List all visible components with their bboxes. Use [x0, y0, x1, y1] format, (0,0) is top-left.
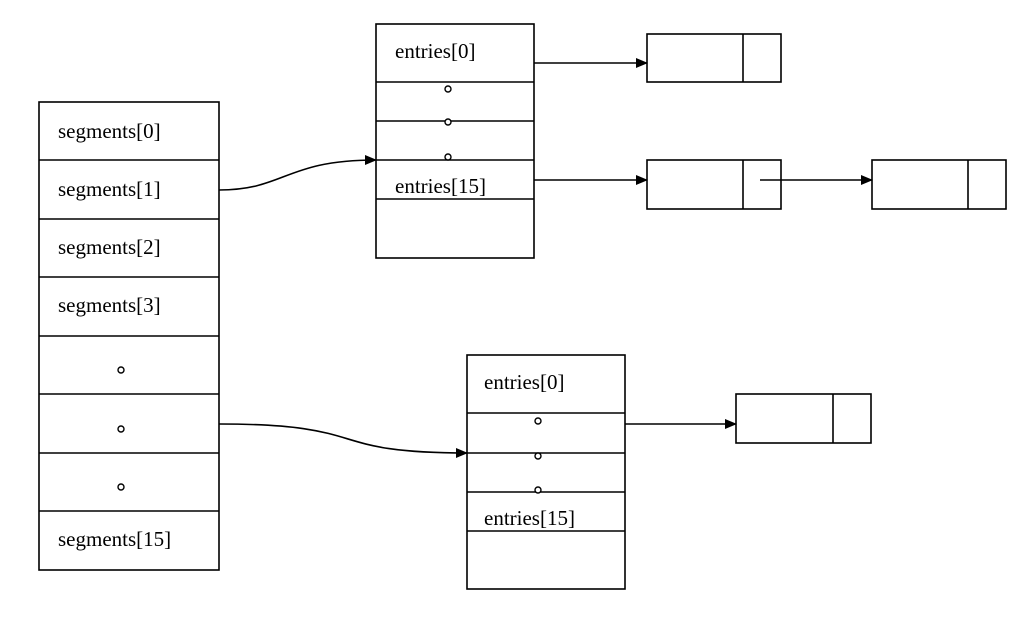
segment-label-0: segments[0] [58, 119, 161, 143]
entry-label-0: entries[0] [484, 370, 564, 394]
ellipsis-dot [534, 486, 542, 494]
entry-label-15: entries[15] [484, 506, 575, 530]
ellipsis-dot [117, 425, 125, 433]
entries-table-top-border [375, 23, 535, 259]
entry-label-0: entries[0] [395, 39, 475, 63]
node-entry-15-second [871, 159, 1007, 210]
ellipsis-dot [534, 452, 542, 460]
ellipsis-dot [444, 85, 452, 93]
ellipsis-dot [444, 118, 452, 126]
ellipsis-dot [534, 417, 542, 425]
entry-label-15: entries[15] [395, 174, 486, 198]
segment-label-15: segments[15] [58, 527, 171, 551]
arrow-segment-to-table [218, 423, 468, 458]
node-box [646, 33, 782, 83]
ellipsis-dot [117, 366, 125, 374]
entries-table-top: entries[0] entries[15] [375, 23, 535, 259]
node-box [646, 159, 782, 210]
node-box [871, 159, 1007, 210]
segment-label-2: segments[2] [58, 235, 161, 259]
node-entry-15-first [646, 159, 782, 210]
node-entry-0-top [646, 33, 782, 83]
ellipsis-dot [117, 483, 125, 491]
node-entry-0-bottom [735, 393, 872, 444]
node-box [735, 393, 872, 444]
ellipsis-dot [444, 153, 452, 161]
segment-label-1: segments[1] [58, 177, 161, 201]
segments-array: segments[0] segments[1] segments[2] segm… [38, 101, 220, 571]
arrow-segment-1-to-table [218, 155, 377, 191]
entries-table-bottom-border [466, 354, 626, 590]
entries-table-bottom: entries[0] entries[15] [466, 354, 626, 590]
segment-label-3: segments[3] [58, 293, 161, 317]
